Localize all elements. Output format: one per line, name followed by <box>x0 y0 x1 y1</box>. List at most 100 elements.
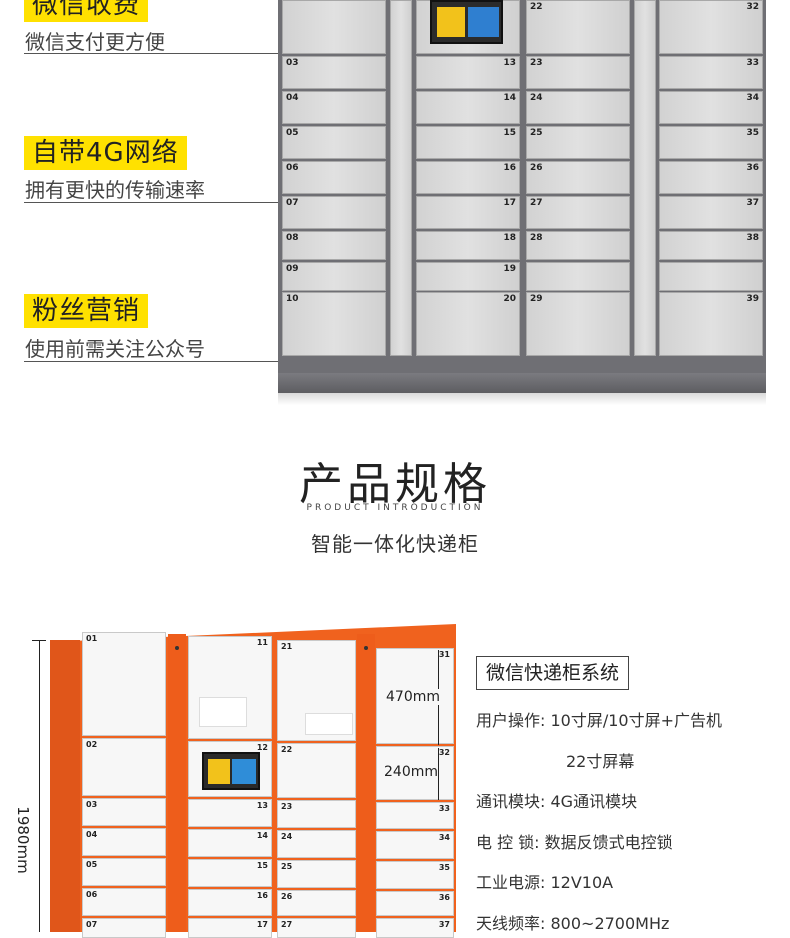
locker-frame-column <box>390 0 412 356</box>
locker-door-number: 08 <box>286 233 299 243</box>
product-locker-door: 24 <box>277 830 356 858</box>
product-locker-door-number: 03 <box>86 800 98 809</box>
locker-door: 03 <box>282 56 386 89</box>
locker-door-number: 15 <box>503 128 516 138</box>
locker-door-number: 37 <box>746 198 759 208</box>
locker-door: 23 <box>526 56 630 89</box>
feature-divider <box>24 202 279 203</box>
dimension-label-240: 240mm <box>384 764 438 780</box>
spec-row: 电 控 锁: 数据反馈式电控锁 <box>476 829 673 853</box>
section-subtitle: PRODUCT INTRODUCTION <box>306 503 484 513</box>
locker-door-number: 13 <box>503 58 516 68</box>
locker-door: 22 <box>526 0 630 54</box>
product-info-sticker <box>199 697 247 727</box>
product-locker-door: 01 <box>82 632 166 736</box>
spec-label: 工业电源: <box>476 873 546 892</box>
locker-door: 18 <box>416 231 520 260</box>
product-locker-door-number: 26 <box>281 892 293 901</box>
locker-door: 17 <box>416 196 520 229</box>
locker-door-number: 24 <box>530 93 543 103</box>
product-touchscreen <box>202 752 260 790</box>
locker-door-number: 09 <box>286 264 299 274</box>
product-locker-door-number: 31 <box>438 650 450 659</box>
product-locker-door: 17 <box>188 918 272 938</box>
feature-subtitle-marketing: 使用前需关注公众号 <box>25 337 205 361</box>
height-dimension-line <box>39 640 40 932</box>
spec-value: 800~2700MHz <box>550 914 670 933</box>
locker-door-number: 23 <box>530 58 543 68</box>
locker-door-number: 05 <box>286 128 299 138</box>
locker-shadow <box>278 393 766 405</box>
dimension-label-470: 470mm <box>386 689 440 705</box>
product-locker-door: 14 <box>188 829 272 857</box>
product-locker-door-number: 15 <box>256 861 268 870</box>
product-locker-door: 23 <box>277 800 356 828</box>
locker-door-number: 06 <box>286 163 299 173</box>
product-locker-door-number: 23 <box>281 802 293 811</box>
product-locker-door: 04 <box>82 828 166 856</box>
feature-title-wechat-pay: 微信收费 <box>24 0 149 22</box>
locker-door-number: 33 <box>746 58 759 68</box>
product-locker-door-number: 12 <box>256 743 268 752</box>
product-locker-door-number: 06 <box>86 890 98 899</box>
product-locker-door-number: 02 <box>86 740 98 749</box>
product-locker-door-number: 24 <box>281 832 293 841</box>
product-locker-door-number: 34 <box>438 833 450 842</box>
product-locker-door-number: 13 <box>256 801 268 810</box>
product-locker-door: 26 <box>277 890 356 916</box>
product-locker-door: 34 <box>376 831 454 859</box>
locker-door: 34 <box>659 91 763 124</box>
feature-divider <box>24 53 279 54</box>
locker-door-number: 22 <box>530 2 543 12</box>
feature-title-4g: 自带4G网络 <box>24 136 187 170</box>
locker-door-number: 26 <box>530 163 543 173</box>
section-description: 智能一体化快递柜 <box>311 532 479 556</box>
locker-door: 06 <box>282 161 386 194</box>
feature-subtitle-wechat-pay: 微信支付更方便 <box>25 30 165 54</box>
product-locker-door: 27 <box>277 918 356 938</box>
spec-row: 22寸屏幕 <box>566 748 634 772</box>
locker-door-number: 29 <box>530 294 543 304</box>
locker-door-number: 27 <box>530 198 543 208</box>
cabinet-post <box>168 634 186 932</box>
locker-door: 32 <box>659 0 763 54</box>
locker-door: 25 <box>526 126 630 159</box>
locker-door: 29 <box>526 292 630 356</box>
locker-door-number: 14 <box>503 93 516 103</box>
locker-door-number: 19 <box>503 264 516 274</box>
product-locker-door-number: 32 <box>438 748 450 757</box>
locker-door: 26 <box>526 161 630 194</box>
height-dimension-tick <box>32 640 46 641</box>
cabinet-side-panel <box>50 640 80 932</box>
feature-title-marketing: 粉丝营销 <box>24 294 149 328</box>
product-locker-door-number: 36 <box>438 893 450 902</box>
locker-door: 24 <box>526 91 630 124</box>
locker-touchscreen <box>430 0 503 44</box>
spec-value: 数据反馈式电控锁 <box>544 833 673 852</box>
locker-door-number: 04 <box>286 93 299 103</box>
feature-subtitle-4g: 拥有更快的传输速率 <box>25 178 205 202</box>
spec-value: 22寸屏幕 <box>566 752 635 771</box>
locker-door-number: 16 <box>503 163 516 173</box>
locker-door: 15 <box>416 126 520 159</box>
spec-value: 10寸屏/10寸屏+广告机 <box>550 711 723 730</box>
product-locker-door-number: 37 <box>438 920 450 929</box>
product-locker-door: 35 <box>376 861 454 889</box>
product-locker-door-number: 16 <box>256 891 268 900</box>
locker-door: 10 <box>282 292 386 356</box>
locker-door-number: 07 <box>286 198 299 208</box>
product-locker-door-number: 33 <box>438 804 450 813</box>
locker-door-number: 36 <box>746 163 759 173</box>
product-locker-door-number: 17 <box>256 920 268 929</box>
locker-door-number: 35 <box>746 128 759 138</box>
locker-door-number: 32 <box>746 2 759 12</box>
locker-door-number: 03 <box>286 58 299 68</box>
height-dimension-label: 1980mm <box>14 806 32 874</box>
locker-door: 04 <box>282 91 386 124</box>
locker-door <box>659 262 763 291</box>
lock-icon <box>175 646 179 650</box>
product-locker-door: 33 <box>376 802 454 829</box>
locker-door: 19 <box>416 262 520 291</box>
spec-label: 通讯模块: <box>476 792 546 811</box>
locker-door: 38 <box>659 231 763 260</box>
